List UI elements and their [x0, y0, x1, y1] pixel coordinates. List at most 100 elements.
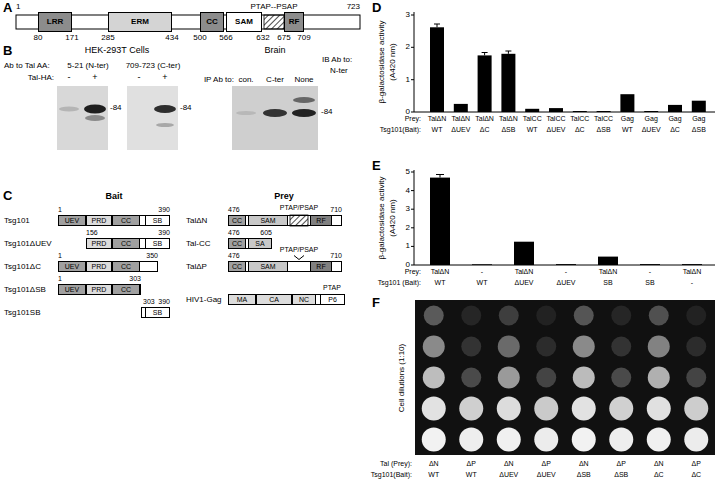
figure-label: TalΔN: [683, 268, 702, 275]
figure-label: 710: [330, 252, 342, 259]
figure-label: TalΔN: [515, 268, 534, 275]
figure-label: Prey: [274, 192, 294, 201]
domain-name: RF: [289, 18, 300, 26]
figure-label: 476: [228, 206, 240, 213]
figure-label: Bait: [105, 192, 122, 201]
figure-label: ΔUEV: [556, 279, 575, 286]
figure-label: TalCC: [594, 115, 613, 122]
figure-label: ΔSB: [597, 126, 611, 133]
figure-label: Tsg101 (Bait):: [378, 279, 421, 286]
domain-name: SB: [153, 240, 162, 247]
figure-label: ΔN: [429, 460, 439, 467]
figure-label: ΔN: [579, 460, 589, 467]
axis-title: β-galactosidase activity: [378, 177, 386, 260]
figure-label: WT: [432, 126, 443, 133]
figure-label: -: [481, 268, 483, 275]
construct-name: Tsg101: [4, 217, 30, 225]
figure-label: ΔUEV: [451, 126, 470, 133]
bar-chart: [411, 12, 715, 112]
figure-label: TalCC: [523, 115, 542, 122]
figure-label: 5-21 (N-ter): [67, 62, 108, 70]
construct-bar: Tsg101ΔCUEVPRDCC: [58, 261, 158, 272]
construct-bar: TalΔPCCSAMRF: [228, 261, 342, 272]
figure-label: ΔC: [691, 471, 701, 478]
figure-label: TalΔN: [451, 115, 470, 122]
domain-box: CC: [228, 261, 246, 272]
figure-label: 303: [143, 298, 155, 305]
figure-label: TalCC: [570, 115, 589, 122]
figure-label: 1: [16, 3, 20, 11]
figure-label: 1: [58, 275, 62, 282]
figure-label: None: [294, 76, 313, 84]
figure-label: 3: [406, 11, 410, 19]
figure-label: ΔN: [654, 460, 664, 467]
domain-box: CC: [228, 238, 246, 249]
domain-name: CC: [121, 286, 131, 293]
domain-name: SAM: [260, 263, 275, 270]
construct-name: TalΔP: [186, 263, 207, 271]
domain-name: UEV: [65, 286, 79, 293]
domain-name: SAM: [235, 18, 253, 26]
figure-label: ΔP: [617, 460, 626, 467]
figure-label: ΔC: [480, 126, 490, 133]
domain-name: PRD: [92, 217, 107, 224]
domain-box: PRD: [86, 238, 112, 249]
figure-label: 4: [406, 187, 410, 195]
figure-label: 605: [260, 229, 272, 236]
figure-label: 390: [158, 298, 170, 305]
figure-label: 5: [406, 168, 410, 176]
domain-name: RF: [316, 263, 325, 270]
domain-name: RF: [316, 217, 325, 224]
figure-label: PTAP--PSAP: [251, 3, 298, 11]
figure-label: Tal (Prey):: [380, 460, 412, 467]
domain-box: SB: [145, 215, 170, 226]
figure-label: 566: [219, 34, 232, 42]
domain-box: CC: [200, 12, 224, 32]
figure-label: 390: [158, 206, 170, 213]
domain-box: P6: [320, 294, 345, 305]
figure-label: SB: [645, 279, 654, 286]
figure-label: ΔUEV: [499, 471, 518, 478]
figure-label: 156: [86, 229, 98, 236]
proline-motif: [264, 15, 284, 29]
panel-letter: C: [3, 189, 12, 202]
figure-label: ΔN: [504, 460, 514, 467]
domain-name: CC: [121, 240, 131, 247]
figure-label: WT: [428, 471, 439, 478]
domain-box: CC: [112, 238, 140, 249]
construct-bar: Tsg101ΔSBUEVPRDCC: [58, 284, 141, 295]
figure-label: 1: [406, 76, 410, 84]
domain-box: PRD: [86, 215, 112, 226]
panel-letter: F: [372, 296, 380, 309]
figure-label: Tsg101(Bait):: [380, 126, 421, 133]
domain-name: LRR: [47, 18, 63, 26]
figure-label: ΔSB: [577, 471, 591, 478]
figure-label: ΔSB: [501, 126, 515, 133]
figure-label: 171: [65, 34, 78, 42]
figure-label: ΔUEV: [537, 471, 556, 478]
figure-label: TalΔN: [431, 268, 450, 275]
domain-box: SB: [145, 307, 170, 318]
construct-name: Tsg101SB: [4, 309, 40, 317]
figure-label: TalΔN: [428, 115, 447, 122]
figure-label: PTAP: [323, 284, 341, 291]
domain-name: PRD: [92, 286, 107, 293]
construct-name: Tal-CC: [186, 240, 210, 248]
figure-label: 285: [101, 34, 114, 42]
figure-label: Brain: [264, 46, 285, 55]
domain-box: CC: [228, 215, 246, 226]
domain-name: NC: [299, 296, 309, 303]
axis-title: β-galactosidase activity: [378, 21, 386, 104]
construct-bar: Tsg101UEVPRDCCSB: [58, 215, 170, 226]
domain-box: RF: [284, 12, 304, 32]
domain-box: PRD: [86, 284, 112, 295]
figure-label: -84: [110, 104, 122, 112]
figure-label: -84: [321, 108, 333, 116]
figure-label: Gag: [621, 115, 634, 122]
domain-box: NC: [292, 294, 316, 305]
figure-label: Gag: [645, 115, 658, 122]
figure-label: 1: [58, 252, 62, 259]
domain-box: UEV: [58, 261, 86, 272]
figure-label: 3: [406, 205, 410, 213]
figure-label: WT: [477, 279, 488, 286]
